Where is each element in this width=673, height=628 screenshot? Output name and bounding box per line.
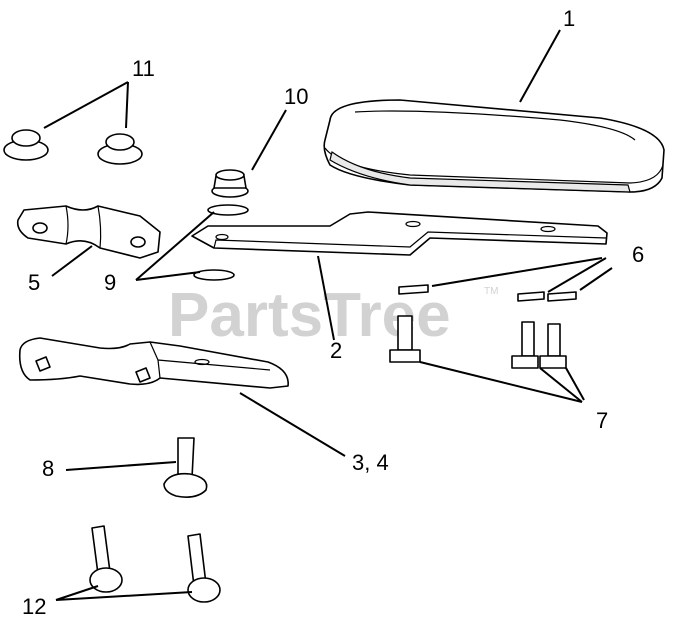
callout-1: 1 [563,6,575,31]
part-9-washers[interactable] [193,204,249,281]
part-11-flange-nuts[interactable] [3,129,143,165]
callout-2: 2 [330,338,342,363]
part-2-bracket[interactable] [191,211,608,256]
leader-lines [43,29,613,601]
callout-3-4: 3, 4 [352,450,389,475]
part-6-lock-washers[interactable] [398,284,577,302]
part-5-strap[interactable] [16,205,161,259]
part-1-seat[interactable] [323,99,665,193]
callout-6: 6 [632,242,644,267]
callout-7: 7 [596,408,608,433]
callout-11: 11 [132,56,155,81]
part-8-carriage-bolt[interactable] [163,437,208,498]
callout-10: 10 [284,84,308,109]
part-10-flange-nut[interactable] [211,169,249,198]
part-3-4-hinge-bracket[interactable] [18,337,289,389]
part-12-carriage-bolts[interactable] [89,525,221,603]
callout-12: 12 [22,594,46,619]
watermark-trademark: TM [484,286,498,297]
part-7-hex-bolts[interactable] [389,315,567,369]
callout-labels: 1 2 3, 4 5 6 7 8 9 10 11 12 [22,6,644,619]
callout-8: 8 [42,456,54,481]
callout-5: 5 [28,270,40,295]
callout-9: 9 [104,270,116,295]
